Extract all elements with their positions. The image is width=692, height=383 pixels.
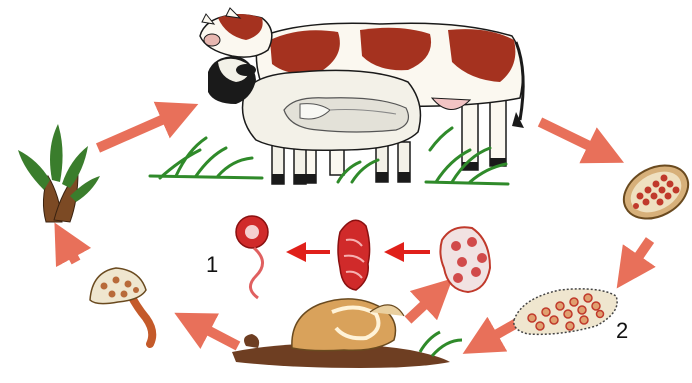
stage-label-2: 2 [616, 320, 628, 342]
egg-icon [615, 155, 692, 229]
cercaria-icon [236, 216, 268, 298]
plant-icon [18, 124, 100, 222]
miracidium-icon [514, 289, 617, 334]
snail-icon [232, 299, 462, 368]
metacercaria-icon [90, 268, 152, 344]
redia-icon [338, 220, 370, 290]
stage-label-1: 1 [206, 254, 218, 276]
liver-icon [284, 98, 408, 132]
sporocyst-icon [440, 227, 490, 292]
